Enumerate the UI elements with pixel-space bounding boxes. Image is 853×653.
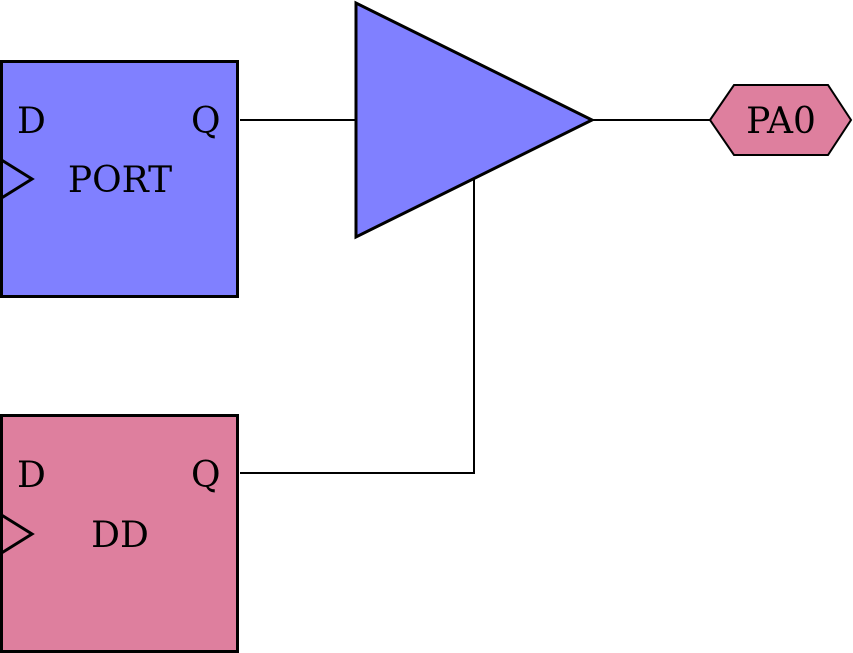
dd-flipflop: D Q DD: [0, 414, 239, 653]
output-pin-hexagon: [708, 84, 853, 156]
port-q-label: Q: [191, 101, 221, 142]
tristate-buffer-icon: [354, 0, 596, 240]
output-pin: PA0: [708, 84, 853, 156]
dd-d-label: D: [17, 455, 46, 496]
port-d-label: D: [17, 101, 46, 142]
output-pin-label: PA0: [746, 101, 816, 142]
dd-clock-triangle-icon: [0, 513, 35, 555]
wire-dd-q-to-buffer-enable: [240, 178, 475, 474]
dd-q-label: Q: [191, 455, 221, 496]
port-flipflop-box: [0, 60, 239, 298]
port-clock-triangle-icon: [0, 158, 35, 200]
port-name-label: PORT: [68, 160, 172, 201]
port-flipflop: D Q PORT: [0, 60, 239, 298]
dd-flipflop-box: [0, 414, 239, 653]
dd-name-label: DD: [91, 515, 149, 556]
